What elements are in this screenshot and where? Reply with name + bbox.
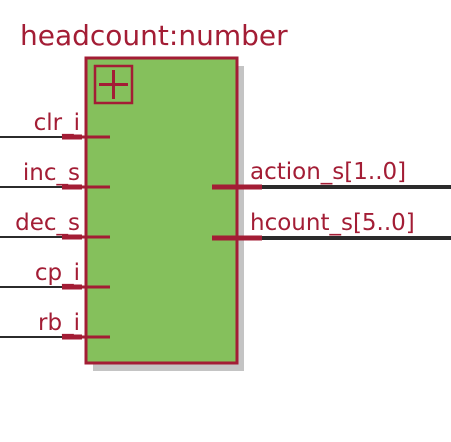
input-port-clr-i[interactable]: clr_i	[0, 110, 110, 140]
input-port-label: clr_i	[34, 110, 80, 136]
output-port-label: action_s[1..0]	[250, 159, 406, 185]
block-title: headcount:number	[20, 19, 288, 52]
input-port-label: cp_i	[35, 260, 80, 286]
input-port-label: rb_i	[38, 310, 80, 336]
input-port-dec-s[interactable]: dec_s	[0, 210, 110, 240]
input-port-label: dec_s	[15, 210, 80, 236]
input-port-cp-i[interactable]: cp_i	[0, 260, 110, 290]
block-body[interactable]	[84, 56, 239, 365]
plus-icon[interactable]	[93, 64, 134, 105]
output-port-label: hcount_s[5..0]	[250, 210, 415, 236]
input-port-rb-i[interactable]: rb_i	[0, 310, 110, 340]
output-port-action-s-1-0-[interactable]: action_s[1..0]	[212, 159, 451, 190]
input-ports: clr_i inc_s dec_s cp_i rb_i	[0, 110, 110, 340]
input-port-label: inc_s	[23, 160, 80, 186]
output-ports: action_s[1..0] hcount_s[5..0]	[212, 159, 451, 241]
output-port-hcount-s-5-0-[interactable]: hcount_s[5..0]	[212, 210, 451, 241]
input-port-inc-s[interactable]: inc_s	[0, 160, 110, 190]
